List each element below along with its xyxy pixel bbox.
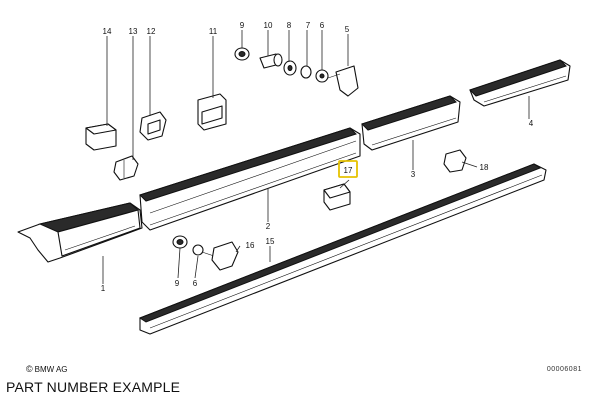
callout-7: 7 bbox=[306, 21, 311, 30]
callout-14: 14 bbox=[103, 27, 112, 36]
part-3-rear-molding bbox=[361, 95, 461, 151]
part-9-nut-bottom bbox=[172, 235, 188, 249]
part-7-small-washer bbox=[300, 65, 312, 79]
callout-17: 17 bbox=[344, 166, 353, 175]
callout-labels: 14 13 12 11 9 10 8 7 6 5 4 3 18 17 2 1 1… bbox=[101, 21, 534, 293]
part-9-nut-top bbox=[234, 47, 250, 61]
callout-5: 5 bbox=[345, 25, 350, 34]
callout-9-top: 9 bbox=[240, 21, 245, 30]
part-5-stud-clip bbox=[327, 65, 359, 97]
part-4-quarter-molding bbox=[469, 59, 571, 107]
callout-9-bottom: 9 bbox=[175, 279, 180, 288]
callout-10: 10 bbox=[264, 21, 273, 30]
part-15-sill-strip bbox=[138, 163, 547, 335]
part-17-clip bbox=[323, 183, 351, 211]
callout-15: 15 bbox=[266, 237, 275, 246]
part-1-front-molding bbox=[17, 202, 143, 263]
callout-11: 11 bbox=[209, 27, 218, 36]
part-18-clip bbox=[443, 149, 467, 173]
callout-18: 18 bbox=[480, 163, 489, 172]
part-11-bracket bbox=[197, 93, 227, 131]
part-10-grommet bbox=[259, 53, 283, 69]
callout-6-bottom: 6 bbox=[193, 279, 198, 288]
part-2-door-molding bbox=[139, 127, 361, 231]
callout-4: 4 bbox=[529, 119, 534, 128]
callout-2: 2 bbox=[266, 222, 271, 231]
part-8-washer bbox=[283, 60, 297, 76]
copyright-symbol: © bbox=[26, 364, 33, 374]
part-6-screw-bottom bbox=[192, 244, 215, 257]
part-16-clip bbox=[211, 241, 239, 271]
callout-1: 1 bbox=[101, 284, 106, 293]
leader-lines bbox=[102, 30, 530, 284]
callout-16: 16 bbox=[246, 241, 255, 250]
callout-8: 8 bbox=[287, 21, 292, 30]
part-12-clip bbox=[139, 111, 167, 141]
callout-3: 3 bbox=[411, 170, 416, 179]
callout-6-top: 6 bbox=[320, 21, 325, 30]
copyright-text: BMW AG bbox=[34, 365, 68, 374]
drawing-code: 00006081 bbox=[546, 366, 582, 373]
part-6-nut-top bbox=[315, 69, 329, 83]
footer-caption: PART NUMBER EXAMPLE bbox=[6, 379, 181, 395]
callout-12: 12 bbox=[147, 27, 156, 36]
highlight-box-17 bbox=[338, 160, 358, 178]
callout-13: 13 bbox=[129, 27, 138, 36]
part-13-clip bbox=[113, 155, 139, 181]
part-14-block bbox=[85, 123, 117, 151]
copyright-notice: ©BMW AG bbox=[26, 364, 68, 374]
